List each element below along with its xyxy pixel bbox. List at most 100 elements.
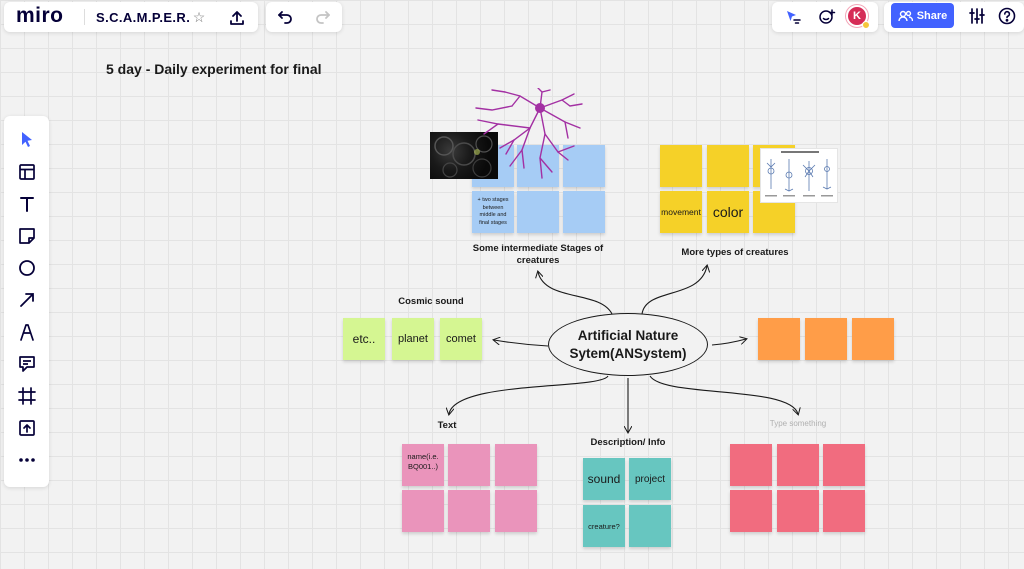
online-indicator: [862, 21, 870, 29]
sticky-note[interactable]: [730, 444, 772, 486]
type-something-placeholder[interactable]: Type something: [769, 419, 827, 428]
sticky-note[interactable]: planet: [392, 318, 434, 360]
cell-photo-image[interactable]: [430, 132, 498, 179]
avatar[interactable]: K: [846, 5, 868, 27]
sticky-note-text: name(i.e. BQ001..): [407, 452, 439, 471]
undo-button[interactable]: [274, 7, 296, 27]
connector-cosmic: [494, 340, 549, 347]
sticky-note[interactable]: + two stages between middle and final st…: [472, 191, 514, 233]
sticky-note[interactable]: [660, 145, 702, 187]
label-intermediate-stages[interactable]: Some intermediate Stages of creatures: [472, 243, 604, 266]
board-title-panel: miro S.C.A.M.P.E.R. ☆: [4, 2, 258, 32]
star-icon[interactable]: ☆: [192, 8, 206, 25]
sticky-note[interactable]: [448, 444, 490, 486]
sticky-note[interactable]: [777, 490, 819, 532]
redo-button[interactable]: [312, 7, 334, 27]
circle-icon: [18, 260, 35, 276]
sticky-note-text: planet: [398, 333, 428, 345]
template-icon: [18, 164, 35, 180]
avatar-initial: K: [853, 10, 861, 22]
sticky-note[interactable]: [563, 191, 605, 233]
sticky-note-text: creature?: [588, 521, 620, 531]
upload-tool[interactable]: [11, 412, 43, 444]
sticky-note[interactable]: [777, 444, 819, 486]
sticky-note[interactable]: [823, 490, 865, 532]
sticky-note-text: comet: [446, 333, 476, 345]
connector-more-types: [641, 266, 707, 315]
connector-intermediate: [538, 272, 613, 315]
comment-tool[interactable]: [11, 348, 43, 380]
templates-tool[interactable]: [11, 156, 43, 188]
sticky-note[interactable]: creature?: [583, 505, 625, 547]
sticky-note[interactable]: name(i.e. BQ001..): [402, 444, 444, 486]
sticky-note[interactable]: [629, 505, 671, 547]
sticky-note[interactable]: [823, 444, 865, 486]
sticky-note[interactable]: [495, 444, 537, 486]
label-text[interactable]: Text: [437, 420, 457, 431]
neuron-types-image[interactable]: [760, 148, 838, 203]
sticky-note[interactable]: comet: [440, 318, 482, 360]
label-description-info[interactable]: Description/ Info: [590, 437, 666, 448]
more-tools-button[interactable]: [11, 444, 43, 476]
redo-icon: [316, 11, 330, 24]
sticky-note-text: sound: [587, 472, 621, 486]
sliders-icon: [969, 8, 985, 24]
sticky-note[interactable]: [448, 490, 490, 532]
frame-tool[interactable]: [11, 380, 43, 412]
sticky-note-text: etc..: [352, 332, 376, 346]
cell-photo-art: [434, 135, 493, 178]
sticky-note[interactable]: [517, 191, 559, 233]
sticky-note[interactable]: [852, 318, 894, 360]
export-button[interactable]: [226, 7, 248, 29]
reactions-button[interactable]: [816, 7, 838, 27]
share-panel: Share: [884, 2, 1024, 32]
undo-redo-panel: [266, 2, 342, 32]
pen-icon: [19, 324, 34, 341]
sticky-note-text: + two stages between middle and final st…: [477, 197, 509, 226]
sticky-note-text: color: [712, 204, 744, 220]
settings-button[interactable]: [966, 6, 988, 26]
share-label: Share: [916, 9, 948, 22]
sticky-note[interactable]: movement: [660, 191, 702, 233]
miro-logo[interactable]: miro: [16, 4, 64, 27]
sticky-note[interactable]: sound: [583, 458, 625, 500]
select-tool[interactable]: [11, 124, 43, 156]
connector-tool[interactable]: [11, 284, 43, 316]
smile-plus-icon: [819, 9, 836, 24]
sticky-note[interactable]: [495, 490, 537, 532]
sticky-note[interactable]: [805, 318, 847, 360]
cursor-mode-button[interactable]: [782, 7, 804, 27]
neuron-types-diagram: [765, 159, 833, 197]
sticky-note[interactable]: color: [707, 191, 749, 233]
board-title[interactable]: S.C.A.M.P.E.R.: [96, 10, 191, 25]
share-button[interactable]: Share: [891, 3, 954, 28]
sticky-note[interactable]: project: [629, 458, 671, 500]
label-cosmic-sound[interactable]: Cosmic sound: [398, 296, 464, 307]
sticky-note[interactable]: [758, 318, 800, 360]
sticky-note-text: project: [634, 473, 665, 485]
sticky-note[interactable]: [402, 490, 444, 532]
upload-frame-icon: [18, 420, 35, 436]
center-node[interactable]: Artificial Nature Sytem(ANSystem): [548, 313, 708, 376]
center-node-line1: Artificial Nature: [577, 327, 679, 343]
frame-icon: [17, 387, 36, 405]
pen-tool[interactable]: [11, 316, 43, 348]
collab-panel: K: [772, 2, 878, 32]
cursor-filter-icon: [787, 11, 801, 24]
shape-tool[interactable]: [11, 252, 43, 284]
sticky-note[interactable]: [707, 145, 749, 187]
neuron-image[interactable]: [470, 88, 590, 180]
text-tool[interactable]: [11, 188, 43, 220]
cursor-icon: [21, 132, 32, 147]
board-heading[interactable]: 5 day - Daily experiment for final: [106, 61, 322, 77]
sticky-note[interactable]: etc..: [343, 318, 385, 360]
neuron-types-image-heading: [781, 151, 819, 153]
sticky-note[interactable]: [730, 490, 772, 532]
sticky-note-icon: [18, 228, 35, 244]
help-button[interactable]: [996, 6, 1018, 26]
sticky-note-tool[interactable]: [11, 220, 43, 252]
sticky-note[interactable]: [563, 145, 605, 187]
left-toolbar: [4, 116, 49, 487]
text-icon: [19, 197, 34, 212]
label-more-types[interactable]: More types of creatures: [681, 247, 789, 258]
